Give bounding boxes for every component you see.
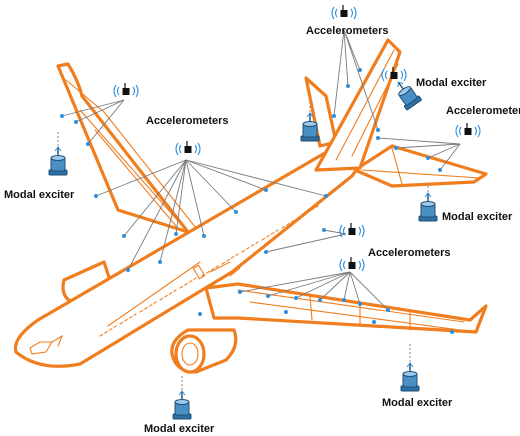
accelerometer-icon — [175, 140, 201, 156]
left-wing — [56, 62, 190, 234]
vertical-tail — [314, 38, 402, 172]
label-modal-exciter-left: Modal exciter — [4, 189, 75, 201]
label-accelerometers-wing: Accelerometers — [146, 115, 229, 127]
right-wing — [204, 282, 488, 334]
accelerometer-icon — [113, 82, 139, 98]
label-modal-exciter-tail: Modal exciter — [416, 77, 487, 89]
modal-exciter-icon — [172, 390, 192, 420]
leader-lines — [57, 29, 461, 394]
label-accelerometers-lower: Accelerometers — [368, 247, 451, 259]
modal-exciter-icon — [400, 362, 420, 392]
modal-exciter-icon — [48, 146, 68, 176]
label-modal-exciter-engine: Modal exciter — [144, 423, 215, 435]
label-accelerometers-stabilizer: Accelerometers — [446, 105, 520, 117]
modal-exciter-icon — [418, 192, 438, 222]
accelerometer-icon — [331, 4, 357, 20]
right-horizontal-stabilizer — [353, 144, 488, 188]
accelerometer-icon — [455, 122, 481, 138]
right-engine-intake — [174, 334, 206, 374]
sensor-points — [60, 68, 454, 334]
label-accelerometers-tail: Accelerometers — [306, 25, 389, 37]
accelerometer-icon — [339, 256, 365, 272]
cockpit-windows — [29, 334, 64, 355]
label-modal-exciter-stabilizer: Modal exciter — [442, 211, 513, 223]
label-modal-exciter-wing: Modal exciter — [382, 397, 453, 409]
airframe — [13, 38, 488, 374]
